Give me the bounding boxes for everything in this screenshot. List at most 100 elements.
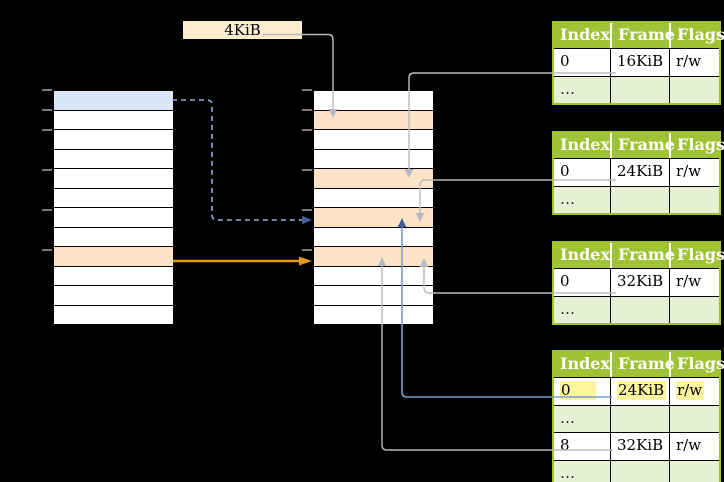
cell-frame: 24KiB: [610, 159, 669, 186]
header-frame: Frame: [610, 23, 675, 48]
table-row-ellipsis: …: [554, 186, 719, 213]
tick-mark: [42, 209, 52, 211]
virtual-page-row: [54, 149, 173, 169]
cell-flags: [669, 187, 719, 213]
cell-index: 8: [560, 436, 570, 454]
tick-mark: [302, 169, 312, 171]
highlight-mark: 24KiB: [617, 381, 667, 400]
cell-frame: [610, 77, 669, 103]
page-table-header: Index Frame Flags: [554, 352, 724, 377]
tick-mark: [302, 249, 312, 251]
table-row-ellipsis: …: [554, 460, 719, 482]
cell-frame: 16KiB: [610, 49, 669, 76]
header-flags: Flags: [669, 243, 724, 268]
header-frame: Frame: [610, 352, 675, 377]
tick-mark: [42, 129, 52, 131]
virtual-page-row: [54, 227, 173, 247]
physical-frame-row-used: [314, 208, 433, 228]
tick-mark: [302, 89, 312, 91]
physical-frame-row: [314, 266, 433, 286]
physical-memory-column: [313, 90, 434, 325]
table-row-ellipsis: …: [554, 296, 719, 323]
tick-mark: [302, 209, 312, 211]
cell-frame: [610, 187, 669, 213]
cell-flags: r/w: [669, 159, 719, 186]
physical-frame-row: [314, 149, 433, 169]
header-flags: Flags: [669, 133, 724, 158]
physical-frame-row: [314, 91, 433, 111]
table-row-ellipsis: …: [554, 76, 719, 103]
cell-frame: 32KiB: [610, 433, 669, 460]
page-table-3: Index Frame Flags 0 32KiB r/w …: [552, 241, 724, 325]
cell-flags: [669, 77, 719, 103]
page-table-2: Index Frame Flags 0 24KiB r/w …: [552, 131, 724, 215]
tick-mark: [42, 109, 52, 111]
virtual-page-row: [54, 169, 173, 189]
physical-frame-row-used: [314, 169, 433, 189]
arrow-virtual-page-dashed: [172, 99, 302, 221]
highlight-mark: 0: [560, 381, 596, 400]
physical-frame-row: [314, 305, 433, 324]
cell-flags: r/w: [669, 49, 719, 76]
cell-index: …: [560, 300, 575, 318]
physical-frame-row: [314, 286, 433, 306]
cell-index: …: [560, 464, 575, 482]
cell-frame: [610, 297, 669, 323]
tick-mark: [42, 169, 52, 171]
virtual-page-row-mapped: [54, 247, 173, 267]
cell-flags: [669, 461, 719, 482]
virtual-page-row-selected: [54, 91, 173, 111]
physical-frame-row-used: [314, 247, 433, 267]
physical-frame-row-used: [314, 110, 433, 130]
cell-frame: [610, 406, 669, 432]
page-size-label: 4KiB: [183, 21, 302, 39]
virtual-page-row: [54, 266, 173, 286]
cell-index: 0: [560, 52, 570, 70]
cell-index: …: [560, 409, 575, 427]
page-table-4: Index Frame Flags 0 24KiB r/w … 8 32KiB …: [552, 350, 724, 482]
table-row: 0 32KiB r/w: [554, 268, 719, 296]
cell-frame: 32KiB: [610, 269, 669, 296]
cell-index: 0: [560, 272, 570, 290]
table-row: 0 24KiB r/w: [554, 158, 719, 186]
header-flags: Flags: [669, 23, 724, 48]
virtual-page-row: [54, 188, 173, 208]
table-row-ellipsis: …: [554, 405, 719, 432]
header-index: Index: [560, 135, 611, 154]
tick-mark: [302, 109, 312, 111]
cell-frame: 24KiB: [610, 378, 669, 405]
physical-frame-row: [314, 188, 433, 208]
physical-frame-row: [314, 227, 433, 247]
cell-flags: r/w: [669, 269, 719, 296]
virtual-page-row: [54, 130, 173, 150]
highlight-mark: r/w: [676, 381, 705, 400]
header-frame: Frame: [610, 133, 675, 158]
cell-index: …: [560, 80, 575, 98]
arrowhead-right-icon: [299, 256, 312, 266]
header-frame: Frame: [610, 243, 675, 268]
cell-frame: [610, 461, 669, 482]
header-index: Index: [560, 245, 611, 264]
header-index: Index: [560, 25, 611, 44]
header-index: Index: [560, 354, 611, 373]
header-flags: Flags: [669, 352, 724, 377]
cell-flags: r/w: [669, 378, 719, 405]
cell-index: …: [560, 190, 575, 208]
table-row: 0 16KiB r/w: [554, 48, 719, 76]
page-table-header: Index Frame Flags: [554, 23, 724, 48]
physical-frame-row: [314, 130, 433, 150]
tick-mark: [42, 249, 52, 251]
virtual-page-row: [54, 286, 173, 306]
virtual-page-row: [54, 110, 173, 130]
virtual-page-row: [54, 305, 173, 324]
table-row-highlighted: 0 24KiB r/w: [554, 377, 719, 405]
virtual-page-row: [54, 208, 173, 228]
cell-flags: r/w: [669, 433, 719, 460]
page-table-header: Index Frame Flags: [554, 133, 724, 158]
tick-mark: [302, 129, 312, 131]
arrowhead-right-icon: [302, 215, 312, 225]
page-table-1: Index Frame Flags 0 16KiB r/w …: [552, 21, 724, 105]
cell-flags: [669, 297, 719, 323]
cell-index: 0: [554, 378, 610, 405]
